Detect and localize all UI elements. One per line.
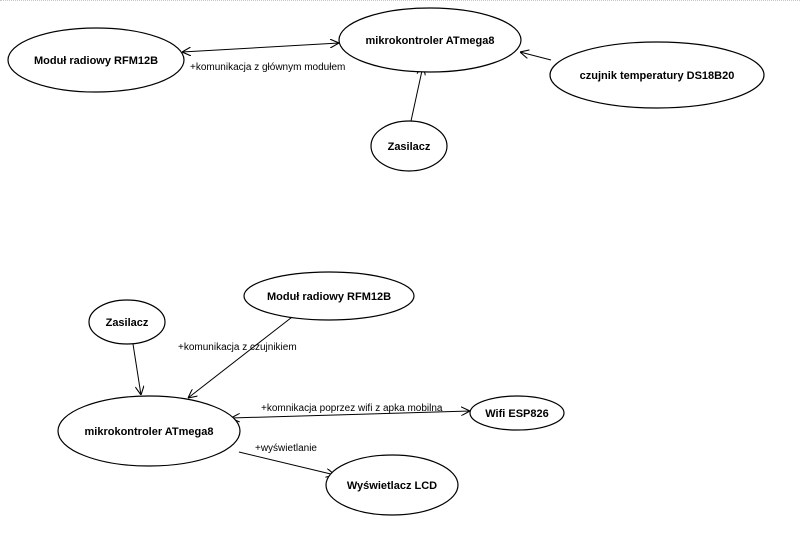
association-arrow-b-e-radio xyxy=(188,307,305,398)
edge-labels-layer: +komunikacja z głównym modułem +komunikac… xyxy=(178,62,443,454)
top-dotted-rule xyxy=(0,0,800,1)
node-label: Zasilacz xyxy=(106,317,149,329)
node-ellipse xyxy=(88,299,166,345)
association-arrow-t-e-power xyxy=(410,66,423,122)
edges-layer xyxy=(132,43,552,475)
node-label: Moduł radiowy RFM12B xyxy=(267,291,391,303)
node-label: Wifi ESP826 xyxy=(485,408,548,420)
association-arrow-b-e-lcd xyxy=(238,451,335,475)
node-label: Wyświetlacz LCD xyxy=(347,480,437,492)
use-case-node-b-mcu: mikrokontroler ATmega8 xyxy=(57,395,241,467)
node-ellipse xyxy=(7,27,185,93)
edge-label: +komnikacja poprzez wifi z apka mobilna xyxy=(261,403,443,414)
edge-label: +wyświetlanie xyxy=(255,443,317,454)
node-label: mikrokontroler ATmega8 xyxy=(85,426,214,438)
association-arrow-b-e-wifi xyxy=(231,411,470,418)
node-ellipse xyxy=(469,395,565,431)
node-ellipse xyxy=(338,7,522,73)
node-ellipse xyxy=(370,120,448,172)
node-ellipse xyxy=(243,271,415,321)
use-case-node-t-power: Zasilacz xyxy=(370,120,448,172)
use-case-node-b-lcd: Wyświetlacz LCD xyxy=(325,454,459,516)
node-ellipse xyxy=(325,454,459,516)
node-label: czujnik temperatury DS18B20 xyxy=(580,70,735,82)
association-arrow-t-e-radio xyxy=(182,43,339,52)
use-case-node-b-wifi: Wifi ESP826 xyxy=(469,395,565,431)
association-arrow-t-e-temp xyxy=(520,52,552,61)
edge-label: +komunikacja z czujnikiem xyxy=(178,342,297,353)
use-case-node-b-radio: Moduł radiowy RFM12B xyxy=(243,271,415,321)
node-label: Zasilacz xyxy=(388,141,431,153)
node-label: mikrokontroler ATmega8 xyxy=(366,35,495,47)
node-ellipse xyxy=(57,395,241,467)
use-case-node-b-power: Zasilacz xyxy=(88,299,166,345)
use-case-node-t-mcu: mikrokontroler ATmega8 xyxy=(338,7,522,73)
node-ellipse xyxy=(549,41,765,109)
use-case-node-t-temp: czujnik temperatury DS18B20 xyxy=(549,41,765,109)
association-arrow-b-e-power xyxy=(132,343,141,395)
node-label: Moduł radiowy RFM12B xyxy=(34,55,158,67)
edge-label: +komunikacja z głównym modułem xyxy=(190,62,345,73)
use-case-node-t-radio: Moduł radiowy RFM12B xyxy=(7,27,185,93)
